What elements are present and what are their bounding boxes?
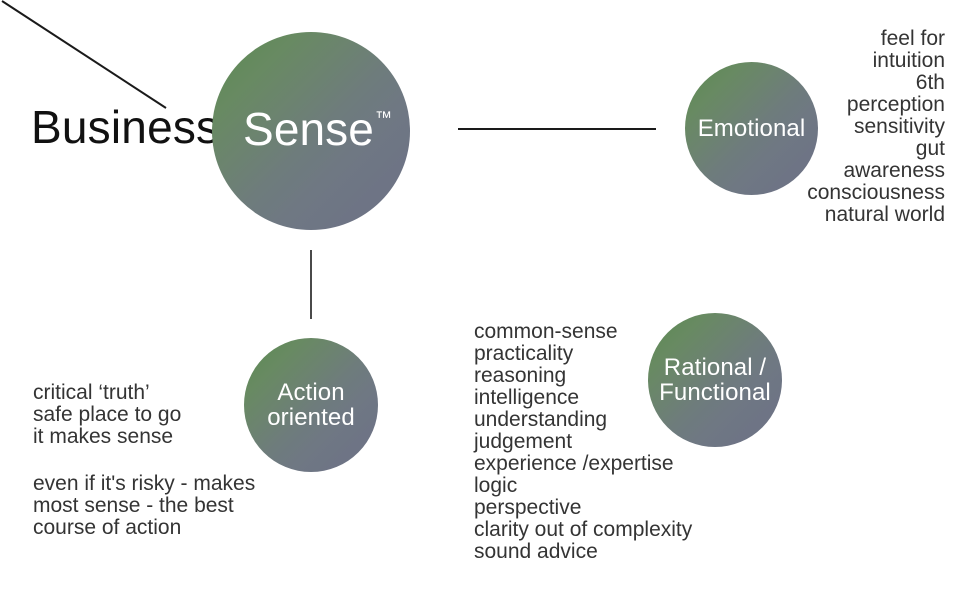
node-action-oriented-label: Action oriented bbox=[244, 380, 378, 430]
list-item: perception bbox=[846, 93, 945, 116]
list-item: experience /expertise bbox=[474, 452, 674, 475]
list-item: safe place to go bbox=[33, 403, 182, 426]
node-business-sense[interactable]: Sense™ bbox=[212, 32, 410, 230]
list-item: feel for bbox=[880, 27, 945, 50]
list-item: even if it's risky - makes bbox=[33, 472, 256, 495]
headline-prefix: Business bbox=[31, 101, 220, 153]
node-rational-functional[interactable]: Rational / Functional bbox=[648, 313, 782, 447]
node-rational-functional-label: Rational / Functional bbox=[648, 355, 782, 405]
node-business-sense-label: Sense™ bbox=[243, 102, 392, 155]
list-item: critical ‘truth’ bbox=[33, 381, 150, 404]
list-item: intelligence bbox=[474, 386, 580, 409]
node-business-sense-text: Sense bbox=[243, 102, 374, 155]
node-emotional-label: Emotional bbox=[697, 114, 806, 142]
list-item: 6th bbox=[915, 71, 945, 94]
list-item: common-sense bbox=[474, 320, 618, 343]
list-item: clarity out of complexity bbox=[474, 518, 693, 541]
connector-diagonal-svg bbox=[1, 0, 167, 109]
connector-diagonal-line bbox=[1, 0, 167, 109]
list-item: logic bbox=[474, 474, 518, 497]
node-action-oriented[interactable]: Action oriented bbox=[244, 338, 378, 472]
list-item: perspective bbox=[474, 496, 582, 519]
list-item: sound advice bbox=[474, 540, 598, 563]
node-rational-line-1: Rational / bbox=[663, 353, 767, 381]
list-item: practicality bbox=[474, 342, 574, 365]
list-item: intuition bbox=[872, 49, 945, 72]
list-item: most sense - the best bbox=[33, 494, 234, 517]
node-action-line-1: Action bbox=[277, 378, 345, 406]
connector-hub-to-emotional bbox=[458, 128, 656, 130]
node-emotional[interactable]: Emotional bbox=[685, 62, 818, 195]
list-item: consciousness bbox=[807, 181, 945, 204]
connector-hub-to-rational bbox=[0, 0, 196, 110]
list-item: sensitivity bbox=[853, 115, 945, 138]
trademark-symbol: ™ bbox=[374, 107, 392, 127]
node-action-line-2: oriented bbox=[267, 404, 355, 431]
node-rational-line-2: Functional bbox=[659, 379, 771, 406]
connector-hub-to-action bbox=[310, 250, 312, 319]
list-item: judgement bbox=[474, 430, 573, 453]
list-item: reasoning bbox=[474, 364, 567, 387]
list-item: understanding bbox=[474, 408, 608, 431]
list-item: awareness bbox=[843, 159, 945, 182]
list-item: it makes sense bbox=[33, 425, 174, 448]
list-item: course of action bbox=[33, 516, 182, 539]
list-item: gut bbox=[915, 137, 945, 160]
list-item: natural world bbox=[824, 203, 945, 226]
